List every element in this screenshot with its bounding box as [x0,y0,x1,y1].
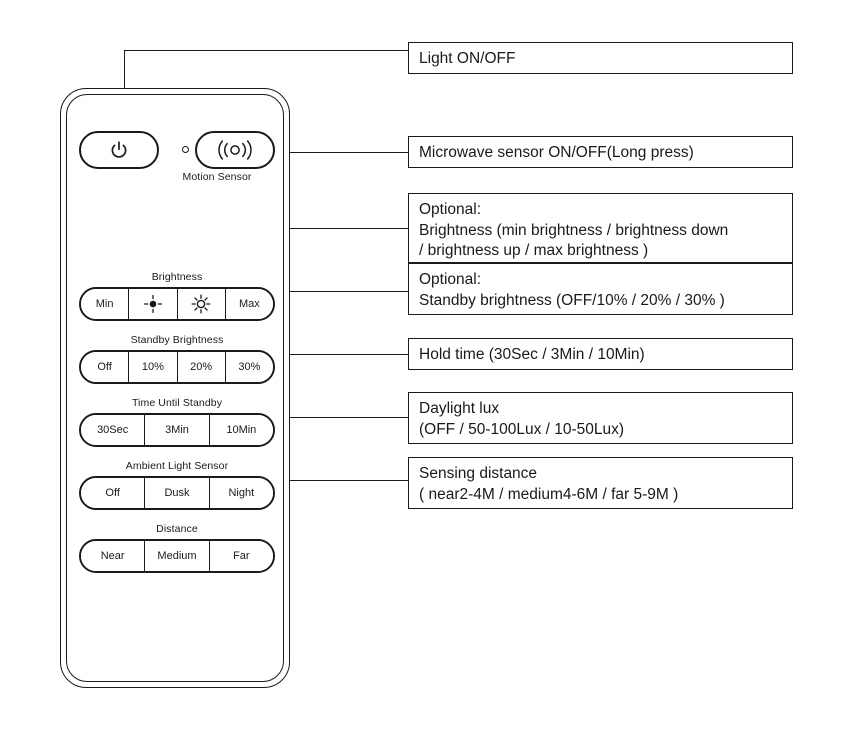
remote-control-device: Motion Sensor Brightness Min [60,88,290,688]
annotation-light-onoff: Light ON/OFF [408,42,793,74]
leader-line-time-standby [266,354,408,356]
annotation-text: Daylight lux [419,400,500,417]
annotation-daylight-lux: Daylight lux (OFF / 50-100Lux / 10-50Lux… [408,392,793,444]
power-button[interactable] [79,131,159,169]
key-brightness-down[interactable] [129,289,178,319]
top-button-row [79,131,275,171]
annotation-microwave-sensor: Microwave sensor ON/OFF(Long press) [408,136,793,168]
key-standby-10[interactable]: 10% [129,352,178,382]
key-bar-standby-brightness: Off 10% 20% 30% [79,350,275,384]
group-ambient-light-sensor: Ambient Light Sensor Off Dusk Night [79,460,275,510]
key-brightness-min[interactable]: Min [81,289,130,319]
key-standby-30[interactable]: 30% [225,352,273,382]
motion-sensor-icon [212,139,258,161]
leader-line-distance [266,480,408,482]
key-brightness-max[interactable]: Max [225,289,273,319]
annotation-text: Optional: [419,201,482,218]
annotation-text: Sensing distance [419,465,538,482]
annotation-text: (OFF / 50-100Lux / 10-50Lux) [419,420,625,438]
key-ambient-dusk[interactable]: Dusk [145,478,210,508]
annotation-text: Hold time (30Sec / 3Min / 10Min) [419,346,645,363]
group-time-until-standby: Time Until Standby 30Sec 3Min 10Min [79,397,275,447]
annotation-brightness: Optional: Brightness (min brightness / b… [408,193,793,263]
group-standby-brightness: Standby Brightness Off 10% 20% 30% [79,334,275,384]
brightness-up-icon [190,293,212,315]
annotation-hold-time: Hold time (30Sec / 3Min / 10Min) [408,338,793,370]
key-brightness-up[interactable] [177,289,226,319]
annotation-text: ( near2-4M / medium4-6M / far 5-9M ) [419,485,679,503]
annotation-text: Brightness (min brightness / brightness … [419,221,729,239]
annotation-text: Standby brightness (OFF/10% / 20% / 30% … [419,291,725,309]
annotation-text: / brightness up / max brightness ) [419,242,649,260]
power-icon [109,140,129,160]
motion-sensor-button[interactable] [195,131,275,169]
leader-line-power-horizontal [124,50,408,52]
annotation-standby-brightness: Optional: Standby brightness (OFF/10% / … [408,263,793,315]
key-bar-ambient-light-sensor: Off Dusk Night [79,476,275,510]
key-ambient-off[interactable]: Off [81,478,146,508]
key-distance-far[interactable]: Far [209,541,273,571]
key-bar-brightness: Min [79,287,275,321]
key-time-10min[interactable]: 10Min [209,415,273,445]
key-standby-20[interactable]: 20% [177,352,226,382]
group-brightness: Brightness Min [79,271,275,321]
key-ambient-night[interactable]: Night [209,478,273,508]
group-distance: Distance Near Medium Far [79,523,275,573]
key-time-3min[interactable]: 3Min [145,415,210,445]
key-distance-medium[interactable]: Medium [145,541,210,571]
group-title-distance: Distance [156,523,198,535]
leader-line-standby-brightness [266,291,408,293]
group-title-brightness: Brightness [151,271,203,283]
annotation-text: Microwave sensor ON/OFF(Long press) [419,144,694,161]
leader-line-motion [266,152,408,154]
annotation-text: Optional: [419,271,482,288]
group-title-ambient-light-sensor: Ambient Light Sensor [125,460,229,472]
leader-line-brightness [266,228,408,230]
group-title-time-until-standby: Time Until Standby [131,397,223,409]
brightness-down-icon [142,293,164,315]
key-bar-distance: Near Medium Far [79,539,275,573]
led-dot-icon [182,146,189,153]
motion-sensor-label: Motion Sensor [182,171,252,183]
key-distance-near[interactable]: Near [81,541,146,571]
key-standby-off[interactable]: Off [81,352,130,382]
annotation-sensing-distance: Sensing distance ( near2-4M / medium4-6M… [408,457,793,509]
key-time-30sec[interactable]: 30Sec [81,415,146,445]
key-bar-time-until-standby: 30Sec 3Min 10Min [79,413,275,447]
leader-line-ambient-light [266,417,408,419]
annotation-text: Light ON/OFF [419,50,516,67]
group-title-standby-brightness: Standby Brightness [130,334,224,346]
